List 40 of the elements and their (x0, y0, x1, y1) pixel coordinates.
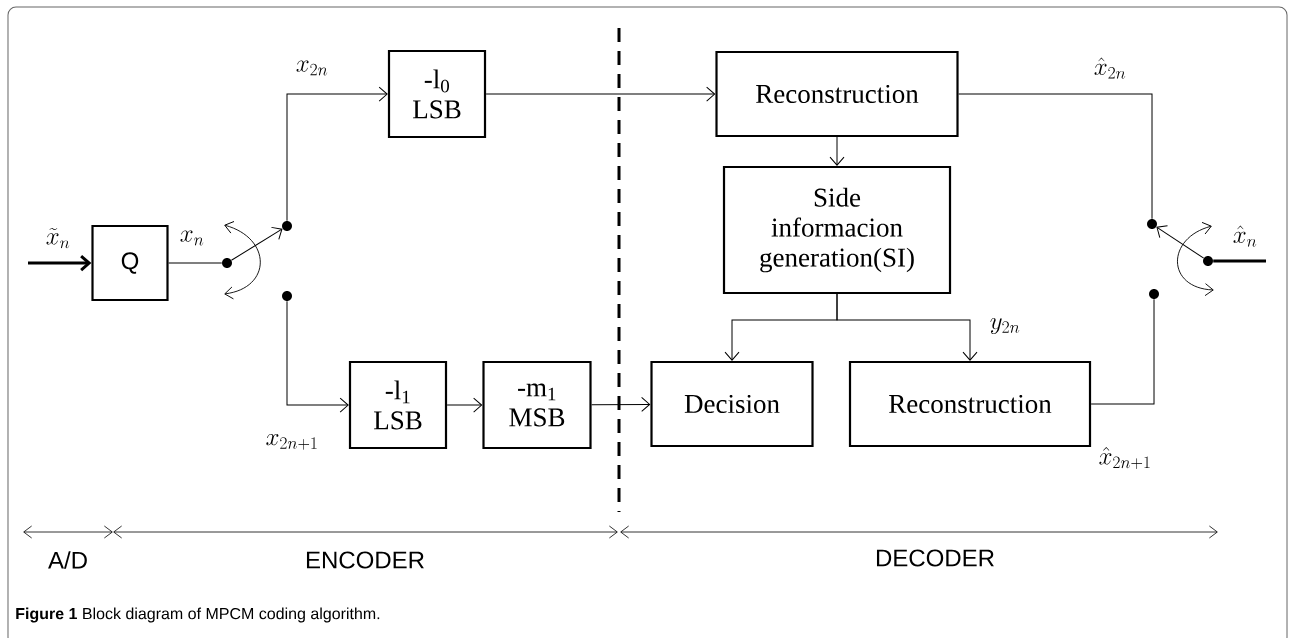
signal-label: $x_{2n+1}$ (266, 434, 317, 450)
figure-caption: Figure 1 Block diagram of MPCM coding algorithm. (16, 607, 380, 623)
switch-contact (282, 221, 292, 231)
process-box: Reconstruction (715, 50, 959, 138)
arrow (286, 300, 349, 413)
arrow (286, 86, 388, 222)
process-box: Q (91, 224, 169, 302)
signal-label: $\tilde{x}_n$ (46, 228, 70, 249)
connector-line (1090, 298, 1155, 405)
process-box: -m$_{1}$ MSB (482, 360, 592, 450)
switch-contact (282, 291, 292, 301)
arrow (485, 86, 716, 102)
signal-label: $\hat{x}_{2n}$ (1094, 57, 1126, 79)
arrow (28, 254, 92, 272)
arrow (591, 396, 651, 412)
process-box: Side informacion generation(SI) (722, 165, 952, 295)
switch-contact (1149, 289, 1159, 299)
signal-label: $x_n$ (180, 230, 204, 246)
section-label: A/D (48, 551, 87, 569)
arrow (1156, 225, 1205, 259)
process-box: Decision (650, 360, 814, 448)
process-box: Reconstruction (848, 360, 1092, 448)
section-label: ENCODER (306, 551, 424, 569)
arrow (230, 226, 283, 261)
signal-label: $x_{2n}$ (296, 60, 328, 76)
signal-label: $\hat{x}_n$ (1233, 225, 1257, 247)
connector-line (958, 93, 1153, 220)
arrow (446, 397, 483, 413)
process-box: -l$_{1}$ LSB (348, 360, 448, 450)
connector-line (168, 262, 223, 264)
switch-contact (1203, 256, 1213, 266)
connector-line (1213, 259, 1266, 263)
arrow (829, 136, 845, 166)
switch-contact (222, 258, 232, 268)
signal-label: $\hat{x}_{2n+1}$ (1099, 446, 1150, 470)
signal-label: $y_{2n}$ (990, 318, 1020, 335)
arrow (836, 293, 978, 361)
section-label: DECODER (877, 549, 994, 567)
switch-contact (1147, 219, 1157, 229)
process-box: -l$_{0}$ LSB (387, 49, 487, 139)
